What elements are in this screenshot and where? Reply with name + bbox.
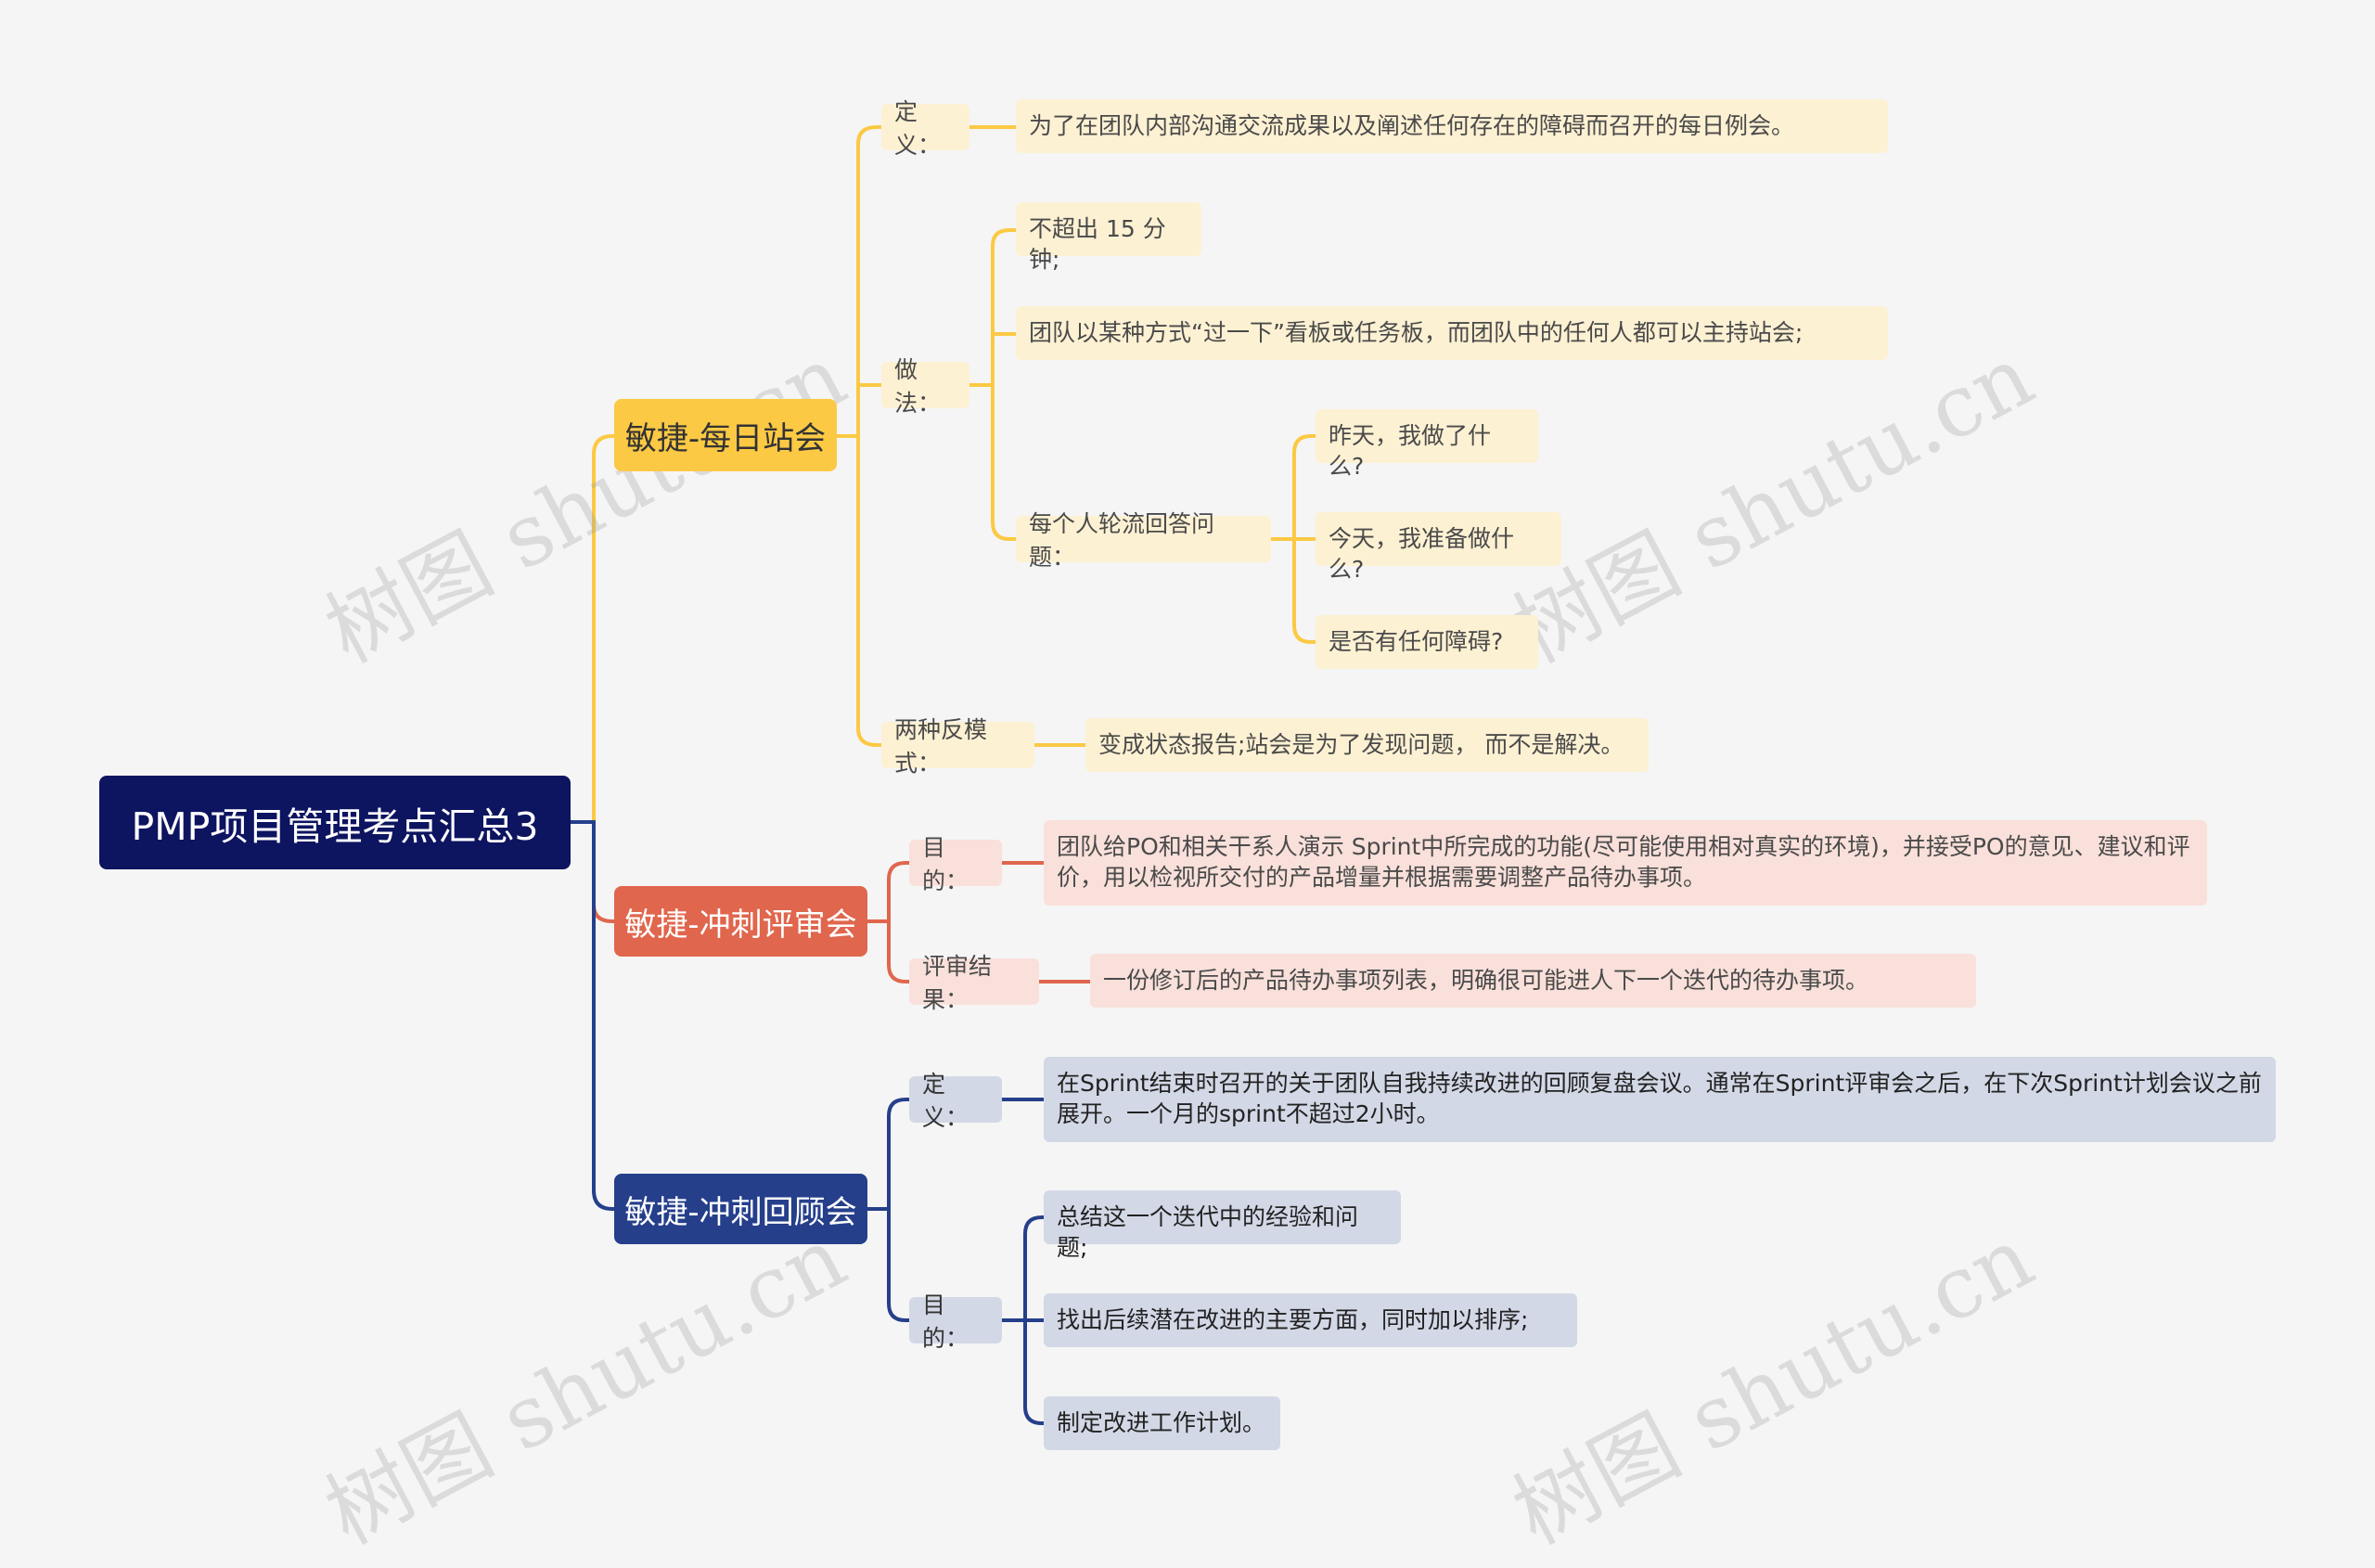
review-purpose-text[interactable]: 团队给PO和相关干系人演示 Sprint中所完成的功能(尽可能使用相对真实的环境…	[1044, 820, 2207, 906]
standup-method-label[interactable]: 做法：	[881, 356, 969, 417]
branch-sprint-retrospective[interactable]: 敏捷-冲刺回顾会	[614, 1174, 867, 1244]
retro-purpose-item[interactable]: 制定改进工作计划。	[1044, 1396, 1280, 1450]
standup-question-item[interactable]: 今天，我准备做什么?	[1316, 512, 1561, 583]
review-result-label[interactable]: 评审结果：	[909, 953, 1039, 1013]
retro-purpose-item[interactable]: 找出后续潜在改进的主要方面，同时加以排序;	[1044, 1293, 1577, 1347]
retro-purpose-label[interactable]: 目的：	[909, 1292, 1002, 1352]
standup-question-item[interactable]: 昨天，我做了什么?	[1316, 409, 1538, 480]
standup-anti-pattern-text[interactable]: 变成状态报告;站会是为了发现问题， 而不是解决。	[1085, 718, 1649, 772]
review-purpose-label[interactable]: 目的：	[909, 834, 1002, 894]
retro-purpose-item[interactable]: 总结这一个迭代中的经验和问题;	[1044, 1190, 1401, 1261]
standup-definition-label[interactable]: 定义：	[881, 98, 969, 159]
standup-anti-pattern-label[interactable]: 两种反模式：	[881, 716, 1034, 777]
root-topic[interactable]: PMP项目管理考点汇总3	[99, 776, 571, 869]
standup-method-item[interactable]: 不超出 15 分钟;	[1016, 202, 1201, 273]
review-result-text[interactable]: 一份修订后的产品待办事项列表，明确很可能进人下一个迭代的待办事项。	[1090, 954, 1976, 1008]
branch-daily-standup[interactable]: 敏捷-每日站会	[614, 399, 837, 471]
standup-definition-text[interactable]: 为了在团队内部沟通交流成果以及阐述任何存在的障碍而召开的每日例会。	[1016, 99, 1888, 153]
standup-method-item[interactable]: 团队以某种方式“过一下”看板或任务板，而团队中的任何人都可以主持站会;	[1016, 306, 1888, 360]
branch-sprint-review[interactable]: 敏捷-冲刺评审会	[614, 886, 867, 957]
standup-question-label[interactable]: 每个人轮流回答问题：	[1016, 510, 1271, 571]
standup-question-item[interactable]: 是否有任何障碍?	[1316, 615, 1538, 669]
retro-definition-label[interactable]: 定义：	[909, 1071, 1002, 1131]
retro-definition-text[interactable]: 在Sprint结束时召开的关于团队自我持续改进的回顾复盘会议。通常在Sprint…	[1044, 1057, 2276, 1142]
